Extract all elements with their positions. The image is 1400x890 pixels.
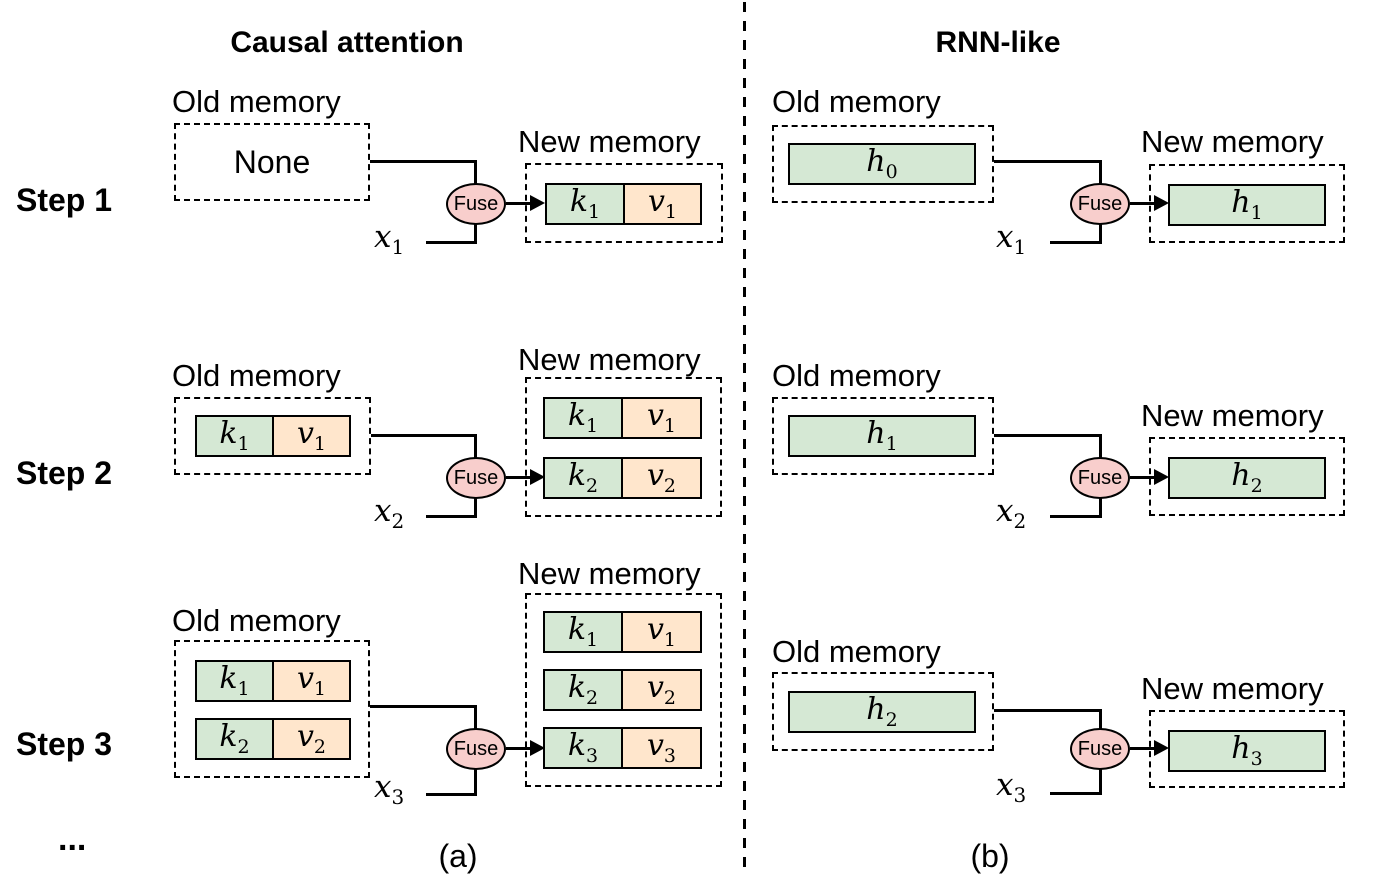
arrow-head-icon (530, 469, 545, 485)
old-memory-box (174, 640, 370, 778)
kv-cell-key: k1 (195, 660, 274, 702)
old-memory-label: Old memory (772, 358, 941, 393)
kv-cell-value: v3 (621, 727, 702, 769)
old-memory-box (174, 397, 371, 475)
new-memory-box (525, 163, 723, 243)
kv-cell-value: v2 (272, 718, 351, 760)
old-memory-label: Old memory (772, 84, 941, 119)
new-memory-box (1149, 710, 1345, 788)
connector-line (426, 793, 476, 796)
input-x2: x2 (374, 493, 405, 534)
new-memory-box (525, 377, 722, 517)
panel-b-title: RNN-like (935, 26, 1061, 59)
connector-line (994, 434, 1102, 437)
input-x2: x2 (996, 493, 1027, 534)
old-memory-box (772, 672, 994, 751)
connector-line (1050, 515, 1102, 518)
kv-cell-key: k2 (543, 669, 623, 711)
fuse-node: Fuse (446, 457, 506, 499)
state-cell: h2 (788, 691, 976, 733)
new-memory-label: New memory (1141, 671, 1324, 706)
state-cell: h2 (1168, 457, 1326, 499)
fuse-node: Fuse (446, 183, 506, 225)
fuse-node: Fuse (1070, 457, 1130, 499)
connector-line (370, 705, 477, 708)
old-memory-label: Old memory (172, 84, 341, 119)
kv-cell-value: v2 (621, 669, 702, 711)
arrow-line (1130, 202, 1156, 205)
old-memory-label: Old memory (772, 634, 941, 669)
old-memory-box (772, 125, 994, 203)
panel-divider (743, 2, 746, 876)
kv-cell-value: v2 (621, 457, 702, 499)
fuse-node: Fuse (1070, 183, 1130, 225)
state-cell: h1 (1168, 184, 1326, 226)
panel-a-title: Causal attention (230, 26, 464, 59)
panel-a-caption: (a) (438, 838, 478, 874)
connector-line (426, 515, 476, 518)
connector-line (1050, 241, 1102, 244)
new-memory-box (1149, 164, 1345, 243)
input-x1: x1 (374, 219, 405, 260)
new-memory-label: New memory (518, 556, 701, 591)
input-x3: x3 (374, 769, 405, 810)
step-2-label: Step 2 (16, 455, 113, 491)
kv-cell-value: v1 (621, 397, 702, 439)
new-memory-box (525, 593, 722, 787)
old-memory-label: Old memory (172, 358, 341, 393)
kv-cell-key: k2 (543, 457, 623, 499)
fuse-node: Fuse (446, 728, 506, 770)
panel-b-caption: (b) (970, 838, 1010, 874)
state-cell: h0 (788, 143, 976, 185)
arrow-head-icon (1154, 469, 1169, 485)
ellipsis: ... (58, 820, 87, 858)
arrow-head-icon (530, 740, 545, 756)
connector-line (1050, 792, 1102, 795)
kv-cell-key: k2 (195, 718, 274, 760)
old-memory-box (772, 397, 994, 475)
connector-line (371, 434, 477, 437)
new-memory-label: New memory (518, 342, 701, 377)
input-x1: x1 (996, 219, 1027, 260)
arrow-line (506, 202, 532, 205)
kv-cell-value: v1 (272, 660, 351, 702)
step-1-label: Step 1 (16, 182, 113, 218)
kv-cell-value: v1 (621, 611, 702, 653)
kv-cell-value: v1 (272, 415, 351, 457)
connector-line (994, 709, 1102, 712)
new-memory-label: New memory (1141, 124, 1324, 159)
old-memory-label: Old memory (172, 603, 341, 638)
kv-cell-key: k1 (543, 611, 623, 653)
arrow-head-icon (1154, 740, 1169, 756)
kv-cell-key: k1 (195, 415, 274, 457)
arrow-line (1130, 476, 1156, 479)
state-cell: h1 (788, 415, 976, 457)
new-memory-box (1149, 437, 1345, 516)
fuse-node: Fuse (1070, 728, 1130, 770)
connector-line (370, 160, 477, 163)
kv-cell-key: k1 (545, 183, 625, 225)
input-x3: x3 (996, 767, 1027, 808)
connector-line (426, 241, 476, 244)
kv-cell-key: k3 (543, 727, 623, 769)
arrow-head-icon (530, 195, 545, 211)
step-3-label: Step 3 (16, 726, 113, 762)
arrow-line (1130, 747, 1156, 750)
none-value: None (233, 143, 311, 180)
old-memory-empty: None (174, 123, 370, 201)
connector-line (994, 160, 1102, 163)
kv-cell-value: v1 (623, 183, 702, 225)
state-cell: h3 (1168, 730, 1326, 772)
new-memory-label: New memory (1141, 398, 1324, 433)
arrow-line (506, 476, 532, 479)
new-memory-label: New memory (518, 124, 701, 159)
kv-cell-key: k1 (543, 397, 623, 439)
arrow-head-icon (1154, 195, 1169, 211)
arrow-line (506, 747, 532, 750)
old-memory-box (174, 123, 370, 201)
